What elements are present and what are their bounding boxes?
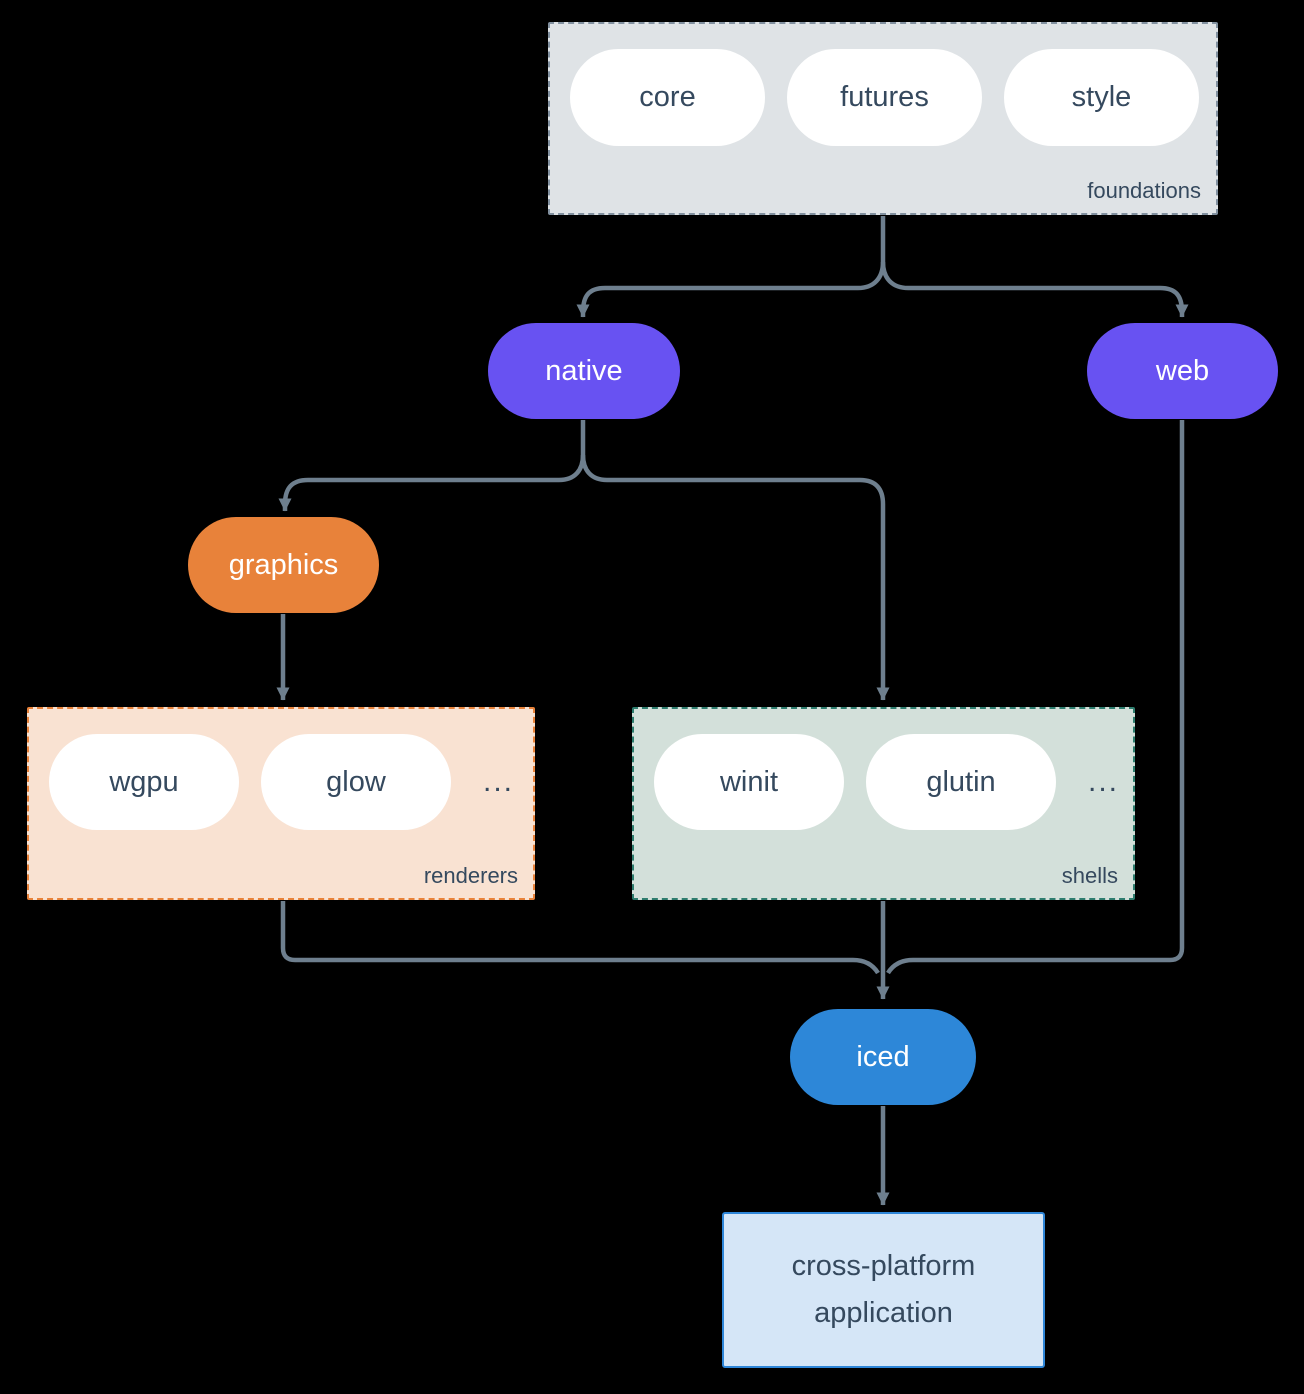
- node-winit: winit: [654, 734, 844, 830]
- shells-pill-row: winit glutin ...: [634, 709, 1133, 830]
- foundations-label: foundations: [1087, 178, 1201, 203]
- edge-native-to-graphics: [278, 454, 586, 512]
- node-wgpu: wgpu: [49, 734, 239, 830]
- shells-group: winit glutin ... shells: [632, 707, 1135, 900]
- foundations-pill-row: core futures style: [550, 24, 1216, 146]
- renderers-ellipsis: ...: [483, 765, 515, 798]
- node-cross-platform-application: cross-platform application: [722, 1212, 1045, 1368]
- node-iced: iced: [790, 1009, 976, 1105]
- node-glutin: glutin: [866, 734, 1056, 830]
- edge-web-to-merge: [886, 420, 1185, 975]
- node-native: native: [488, 323, 680, 419]
- node-glow: glow: [261, 734, 451, 830]
- edge-renderers-to-merge: [280, 901, 880, 975]
- edge-native-to-shells: [580, 454, 890, 701]
- edge-foundations-to-web: [880, 261, 1189, 318]
- node-graphics: graphics: [188, 517, 379, 613]
- node-style: style: [1004, 49, 1199, 146]
- node-futures: futures: [787, 49, 982, 146]
- renderers-group: wgpu glow ... renderers: [27, 707, 535, 900]
- node-web: web: [1087, 323, 1278, 419]
- shells-ellipsis: ...: [1088, 765, 1120, 798]
- app-label-line2: application: [814, 1297, 953, 1329]
- renderers-label: renderers: [423, 863, 518, 888]
- node-core: core: [570, 49, 765, 146]
- renderers-pill-row: wgpu glow ...: [29, 709, 533, 830]
- foundations-group: core futures style foundations: [548, 22, 1218, 215]
- app-label-line1: cross-platform: [791, 1250, 976, 1282]
- shells-label: shells: [1061, 863, 1118, 888]
- edge-foundations-to-native: [576, 261, 886, 318]
